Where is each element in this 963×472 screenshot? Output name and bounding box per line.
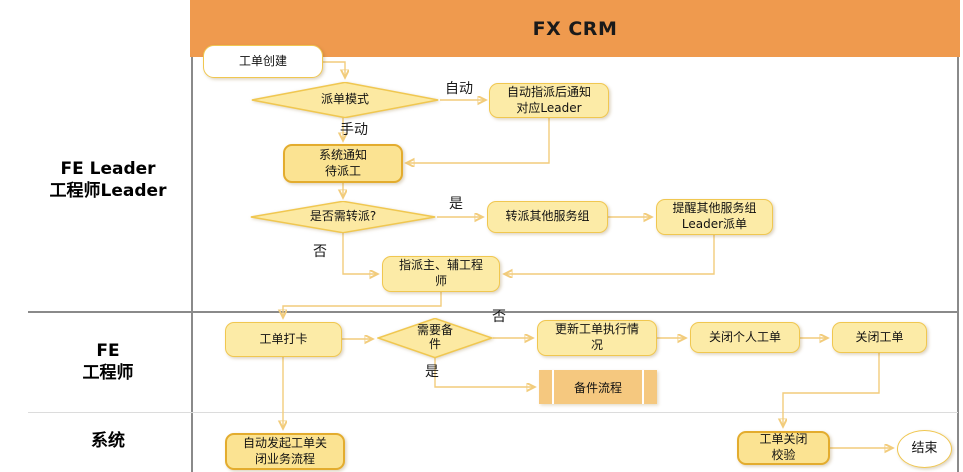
predefined-process-bar-left: [552, 370, 554, 404]
edge-remind-to-assign: [505, 235, 715, 274]
lane-label-system: 系统: [91, 431, 125, 451]
edge-autonotify-to-systemnotify: [407, 118, 550, 163]
lane-divider-fe-system: [28, 412, 958, 413]
edge-label-no-parts: 否: [492, 309, 506, 325]
predefined-process-bar-right: [642, 370, 644, 404]
node-workorder-create: 工单创建: [203, 45, 323, 78]
node-close-personal-order: 关闭个人工单: [690, 322, 800, 353]
node-remind-group-leader: 提醒其他服务组 Leader派单: [656, 199, 773, 235]
node-update-status: 更新工单执行情 况: [537, 320, 657, 356]
node-clock-in: 工单打卡: [225, 322, 342, 357]
lane-divider-vertical-left: [191, 57, 193, 472]
node-close-order: 关闭工单: [832, 322, 927, 353]
node-assign-engineers: 指派主、辅工程 师: [382, 256, 500, 292]
edge-create-to-mode: [323, 61, 345, 77]
node-need-transfer-decision: 是否需转派?: [249, 201, 437, 233]
node-end-terminator: 结束: [897, 430, 952, 468]
node-need-parts-decision: 需要备 件: [377, 318, 493, 358]
node-parts-process: 备件流程: [539, 370, 657, 404]
edge-label-auto: 自动: [445, 81, 473, 97]
node-auto-notify-leader: 自动指派后通知 对应Leader: [489, 83, 609, 118]
edge-label-manual: 手动: [340, 122, 368, 138]
lane-divider-vertical-right: [957, 57, 959, 472]
edge-transfer-no: [342, 233, 377, 274]
lane-label-fe-leader: FE Leader 工程师Leader: [49, 159, 167, 202]
lane-divider-leader-fe: [28, 311, 958, 313]
node-transfer-group: 转派其他服务组: [487, 201, 608, 233]
node-system-notify: 系统通知 待派工: [283, 144, 403, 183]
lane-label-fe-engineer: FE 工程师: [82, 341, 134, 384]
edge-parts-yes: [434, 358, 534, 387]
edge-assign-to-clockin: [283, 292, 442, 317]
edge-closeorder-to-verify: [783, 353, 880, 426]
diagram-title: FX CRM: [532, 17, 618, 40]
node-close-verify: 工单关闭 校验: [737, 431, 830, 465]
edge-label-yes-parts: 是: [425, 364, 439, 380]
node-dispatch-mode-decision: 派单模式: [250, 82, 440, 118]
edge-label-yes-transfer: 是: [449, 196, 463, 212]
node-auto-close-flow: 自动发起工单关 闭业务流程: [225, 433, 345, 470]
edge-label-no-transfer: 否: [313, 244, 327, 260]
